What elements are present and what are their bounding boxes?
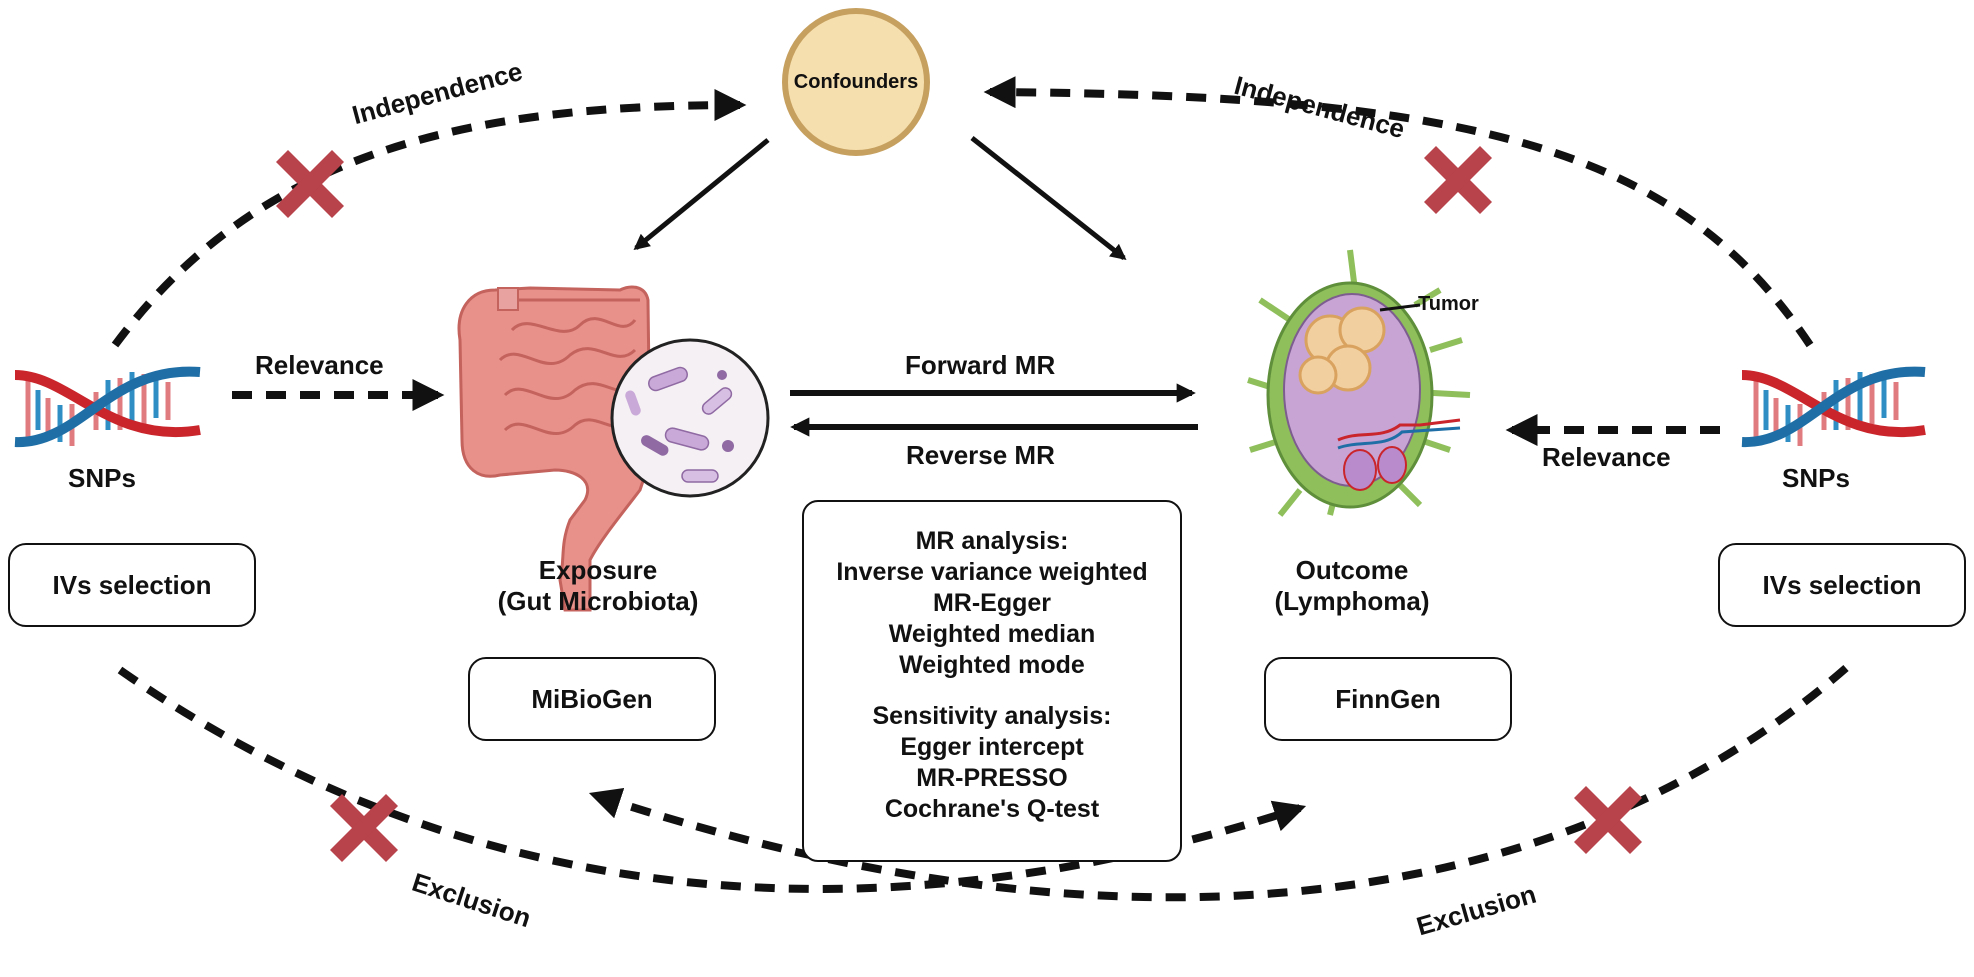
finngen-box: FinnGen (1264, 657, 1512, 741)
independence-arrow-right (983, 76, 1814, 348)
confounder-to-exposure-arrow (633, 138, 770, 251)
mibiogen-box: MiBioGen (468, 657, 716, 741)
ivs-selection-label: IVs selection (52, 569, 212, 600)
dna-icon (14, 366, 201, 448)
outcome-title: Outcome (1295, 555, 1409, 585)
gut-microbiota-icon (457, 285, 770, 612)
exposure-label: Exposure (Gut Microbiota) (458, 555, 738, 617)
exposure-title: Exposure (538, 555, 658, 585)
finngen-label: FinnGen (1335, 683, 1441, 714)
exposure-subtitle: (Gut Microbiota) (497, 586, 699, 617)
ivs-selection-label: IVs selection (1762, 569, 1922, 600)
mr-analysis-title: MR analysis: (915, 527, 1069, 555)
mibiogen-label: MiBioGen (531, 683, 653, 714)
exclusion-arrow-right (588, 664, 1849, 902)
sensitivity-method: MR-PRESSO (916, 764, 1068, 792)
sensitivity-method: Egger intercept (900, 733, 1084, 761)
tumor-label: Tumor (1418, 293, 1479, 315)
independence-arrow-left (111, 89, 747, 348)
relevance-label-left: Relevance (255, 350, 384, 380)
mr-method: MR-Egger (932, 589, 1052, 617)
analysis-box: MR analysis: Inverse variance weighted M… (802, 500, 1182, 862)
snps-label-left: SNPs (68, 463, 136, 493)
confounder-to-outcome-arrow (970, 136, 1127, 260)
sensitivity-analysis-title: Sensitivity analysis: (872, 702, 1112, 730)
relevance-label-right: Relevance (1542, 442, 1671, 472)
outcome-subtitle: (Lymphoma) (1274, 586, 1430, 617)
mr-method: Inverse variance weighted (836, 558, 1148, 586)
cross-icon (1573, 785, 1643, 855)
outcome-label: Outcome (Lymphoma) (1222, 555, 1482, 617)
mr-method: Weighted median (888, 620, 1096, 648)
sensitivity-method: Cochrane's Q-test (884, 795, 1100, 823)
cross-icon (275, 149, 345, 219)
snps-label-right: SNPs (1782, 463, 1850, 493)
dna-icon (1741, 366, 1926, 448)
ivs-selection-box-right: IVs selection (1718, 543, 1966, 627)
forward-mr-label: Forward MR (905, 350, 1056, 380)
lymph-node-icon (1247, 249, 1471, 517)
reverse-mr-label: Reverse MR (906, 440, 1055, 470)
cross-icon (1423, 145, 1493, 215)
mr-method: Weighted mode (899, 651, 1085, 679)
confounders-node: Confounders (782, 8, 930, 156)
ivs-selection-box-left: IVs selection (8, 543, 256, 627)
confounders-label: Confounders (793, 70, 919, 93)
cross-icon (329, 793, 399, 863)
